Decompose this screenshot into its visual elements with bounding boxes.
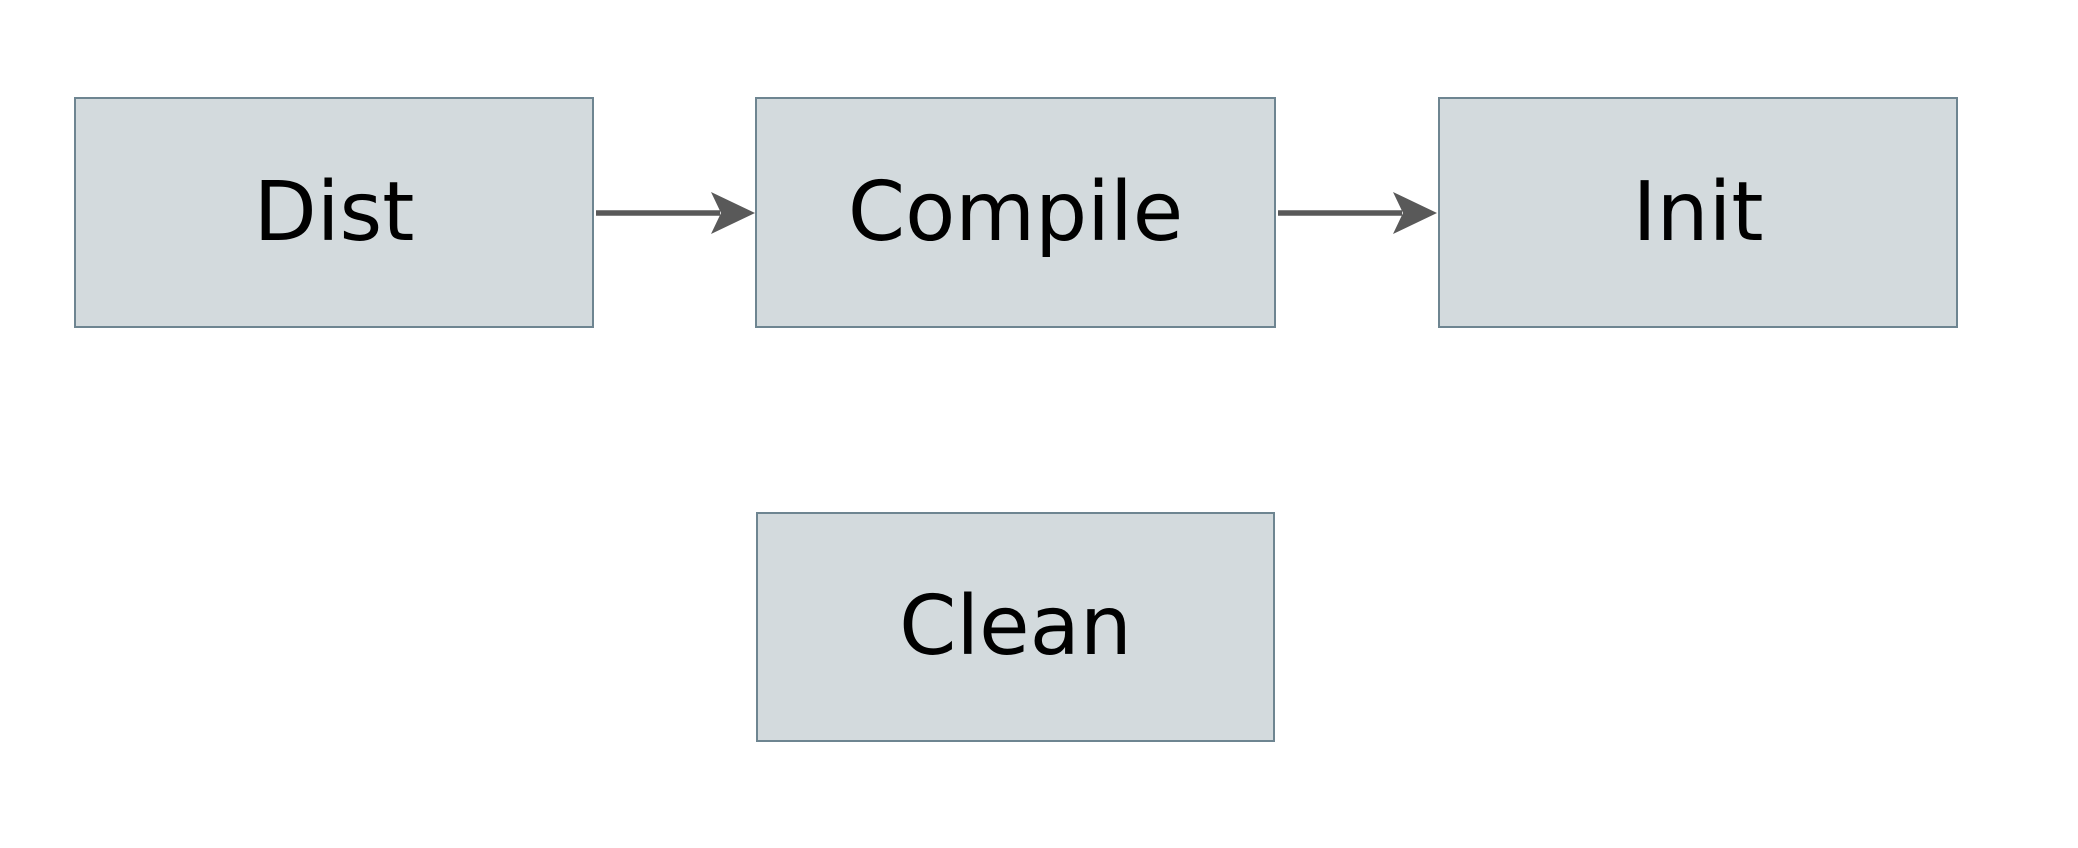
arrow-dist-to-compile [596,192,755,234]
node-dist: Dist [74,97,594,328]
node-init: Init [1438,97,1958,328]
arrow-compile-to-init [1278,192,1437,234]
node-clean: Clean [756,512,1275,742]
node-clean-label: Clean [899,579,1132,674]
arrowhead-icon [1393,192,1437,234]
node-compile: Compile [755,97,1276,328]
node-compile-label: Compile [847,164,1184,260]
node-dist-label: Dist [253,164,415,260]
node-init-label: Init [1632,164,1764,260]
arrowhead-icon [711,192,755,234]
